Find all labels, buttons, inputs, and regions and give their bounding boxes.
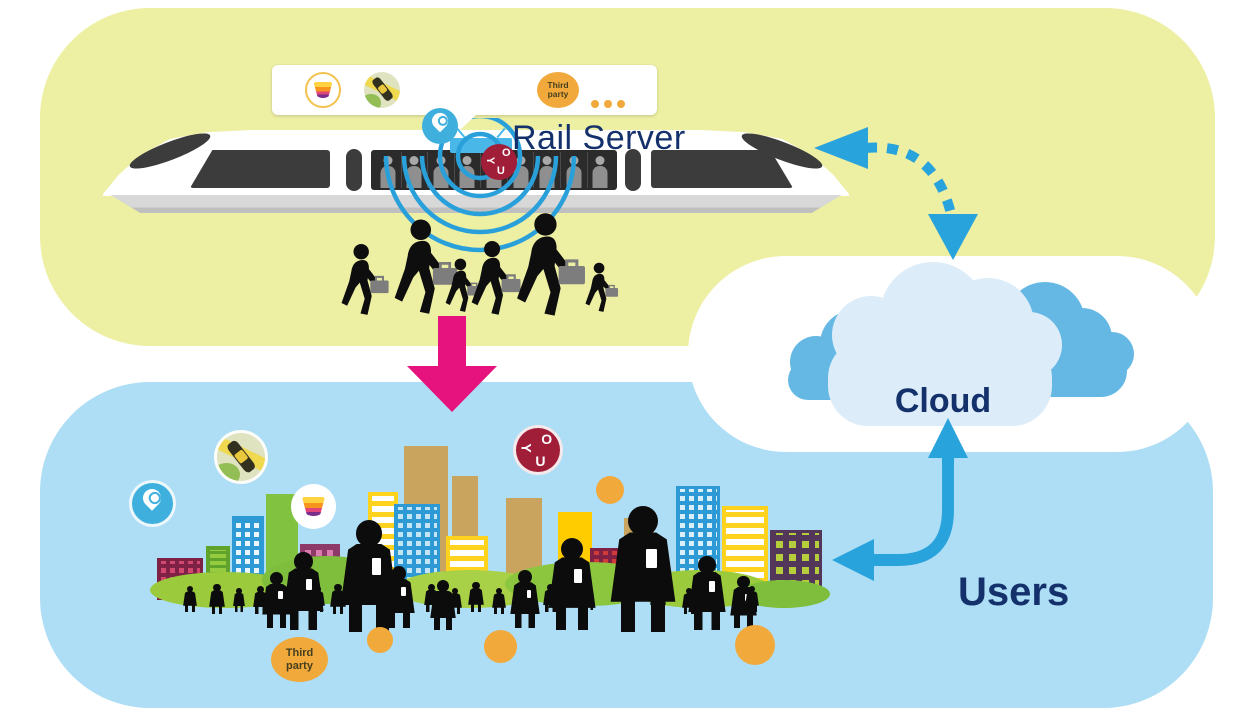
map-park <box>217 462 240 481</box>
city-person <box>383 566 415 628</box>
phone-icon <box>526 589 532 599</box>
city-person <box>183 586 197 612</box>
you-letter-o: O <box>501 146 511 159</box>
city-person <box>233 588 245 612</box>
you-letter-y: Y <box>484 156 497 164</box>
phone-icon <box>305 578 313 591</box>
orange-dot <box>367 627 393 653</box>
city-person <box>209 584 225 614</box>
phone-icon <box>646 548 657 568</box>
bowl-app-icon <box>305 72 341 108</box>
map-pin-app-icon <box>129 480 176 527</box>
city-person <box>745 586 759 612</box>
phone-icon <box>574 569 583 584</box>
city-person <box>510 570 540 628</box>
train <box>103 127 849 213</box>
third-party-line2: party <box>286 659 313 672</box>
third-party-line1: Third <box>547 79 569 90</box>
bowl-glyph <box>301 496 326 517</box>
map-app-icon <box>214 430 268 484</box>
city-person <box>340 520 398 632</box>
phone-icon <box>708 581 715 593</box>
bowl-app-icon <box>291 484 336 529</box>
cloud-users-arrow <box>832 418 968 581</box>
train-passenger <box>375 152 402 188</box>
orange-dot <box>596 476 624 504</box>
orange-dot <box>483 629 517 663</box>
city-person <box>492 588 506 614</box>
bowl-glyph <box>313 82 333 98</box>
you-letter-u: U <box>496 165 505 178</box>
city-person <box>430 580 456 630</box>
phone-icon <box>400 587 406 597</box>
city-person <box>311 586 325 612</box>
train-cloud-sync-arrow <box>814 127 978 260</box>
train-passenger <box>428 152 455 188</box>
map-pin-glyph <box>139 484 166 511</box>
third-party-line1: Third <box>285 646 314 659</box>
rail-server-label: Rail Server <box>512 119 686 157</box>
you-app-icon: Y O U <box>481 144 517 180</box>
cloud-label: Cloud <box>894 382 992 420</box>
train-door <box>625 149 641 191</box>
map-pin-app-icon <box>422 108 458 144</box>
ellipsis-dot <box>590 100 599 108</box>
app-icon-bar: Y O U Third party <box>272 65 657 180</box>
users-label: Users <box>958 570 1070 614</box>
ellipsis-dot <box>603 100 612 108</box>
third-party-line2: party <box>547 89 569 99</box>
map-pin-glyph <box>428 109 452 133</box>
city-person <box>548 538 596 630</box>
train-passenger <box>402 152 429 188</box>
city-person <box>610 506 676 632</box>
download-arrow-head <box>407 366 497 412</box>
city-person <box>583 586 595 610</box>
you-app-icon: Y O U <box>513 425 563 475</box>
download-arrow <box>438 316 466 368</box>
phone-icon <box>277 591 283 600</box>
map-app-icon <box>364 72 400 108</box>
city-person <box>688 556 726 630</box>
cloud-base <box>828 338 1052 426</box>
train-window-band-left <box>190 150 330 188</box>
third-party-badge: Third party <box>271 637 328 682</box>
you-letter-u: U <box>535 453 546 470</box>
map-park <box>364 94 381 108</box>
train-skirt <box>110 195 842 213</box>
city-person <box>650 582 666 612</box>
third-party-app-icon: Third party <box>537 72 579 108</box>
phone-icon <box>371 558 382 575</box>
train-window-band-right <box>651 150 793 188</box>
more-apps-ellipsis <box>588 95 627 113</box>
you-letter-y: Y <box>518 443 535 453</box>
city-person <box>468 582 484 612</box>
train-passenger <box>455 152 482 188</box>
ellipsis-dot <box>616 100 625 108</box>
train-door <box>346 149 362 191</box>
city-person <box>448 588 462 614</box>
you-letter-o: O <box>541 431 553 448</box>
orange-dot <box>735 625 775 665</box>
